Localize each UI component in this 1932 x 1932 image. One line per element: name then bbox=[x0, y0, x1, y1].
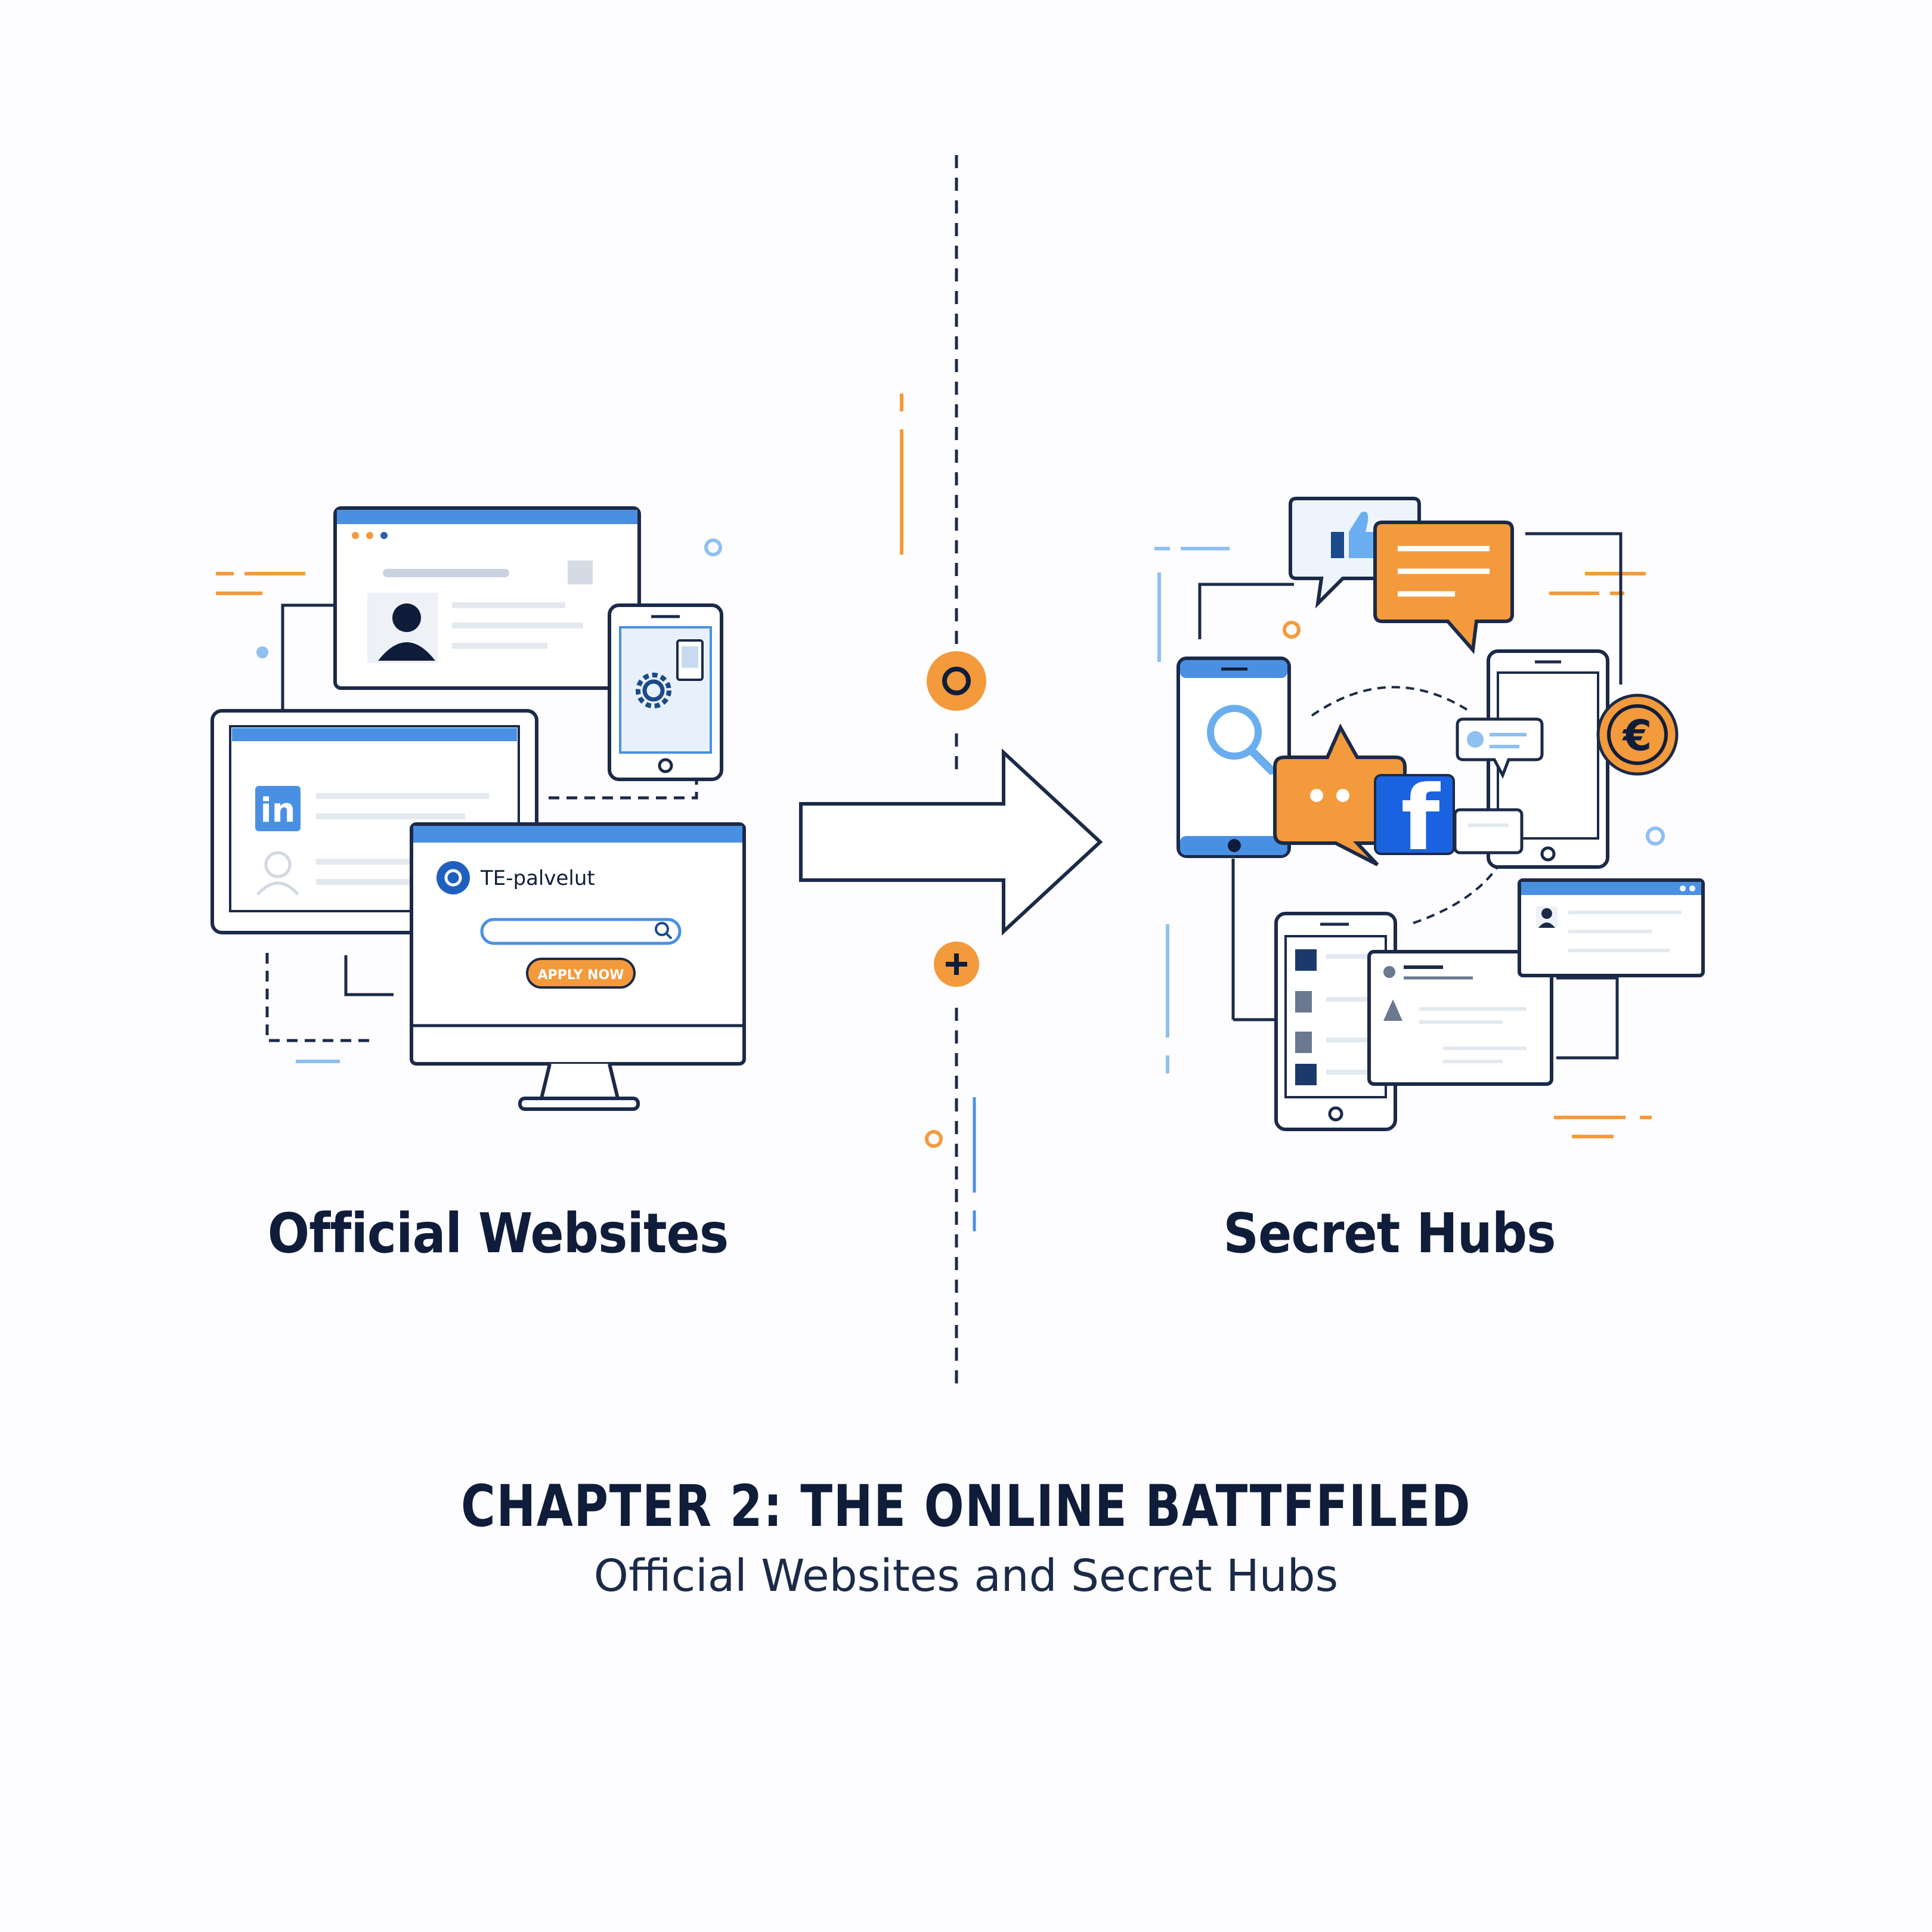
linkedin-mark: in bbox=[260, 791, 295, 830]
chapter-subtitle: Official Websites and Secret Hubs bbox=[593, 1550, 1339, 1602]
settings-phone bbox=[608, 603, 723, 781]
arrow-right-icon bbox=[799, 748, 1103, 936]
search-icon bbox=[1207, 705, 1275, 775]
hub-browser-window bbox=[1518, 878, 1705, 977]
chapter-title: CHAPTER 2: THE ONLINE BATTFFILED bbox=[460, 1473, 1472, 1540]
search-phone bbox=[1176, 657, 1291, 858]
facebook-mark: f bbox=[1401, 767, 1441, 871]
site-name: TE-palvelut bbox=[480, 866, 595, 890]
secret-hubs-label: Secret Hubs bbox=[1223, 1202, 1556, 1265]
left-illustration: in TE-palvelut APPLY NOW bbox=[210, 506, 746, 1111]
apply-now-label: APPLY NOW bbox=[538, 968, 624, 983]
right-illustration: € f bbox=[1154, 497, 1705, 1138]
gear-icon bbox=[636, 673, 671, 708]
facebook-side-bubble bbox=[1453, 808, 1524, 854]
facebook-icon: f bbox=[1374, 767, 1455, 871]
plus-icon bbox=[934, 942, 979, 987]
center-accents bbox=[799, 394, 1103, 1231]
euro-icon: € bbox=[1596, 693, 1679, 776]
euro-symbol: € bbox=[1622, 711, 1652, 760]
te-palvelut-monitor: TE-palvelut APPLY NOW bbox=[410, 822, 746, 1111]
ring-node-icon bbox=[927, 651, 986, 711]
profile-browser-window bbox=[333, 506, 641, 690]
te-logo-icon bbox=[436, 861, 470, 894]
official-websites-label: Official Websites bbox=[267, 1202, 729, 1265]
forum-card bbox=[1367, 950, 1553, 1086]
search-icon bbox=[655, 922, 673, 940]
small-chat-bubble bbox=[1456, 717, 1544, 779]
linkedin-icon: in bbox=[255, 786, 301, 831]
user-icon bbox=[367, 593, 438, 663]
chat-bubble-orange bbox=[1373, 521, 1514, 655]
